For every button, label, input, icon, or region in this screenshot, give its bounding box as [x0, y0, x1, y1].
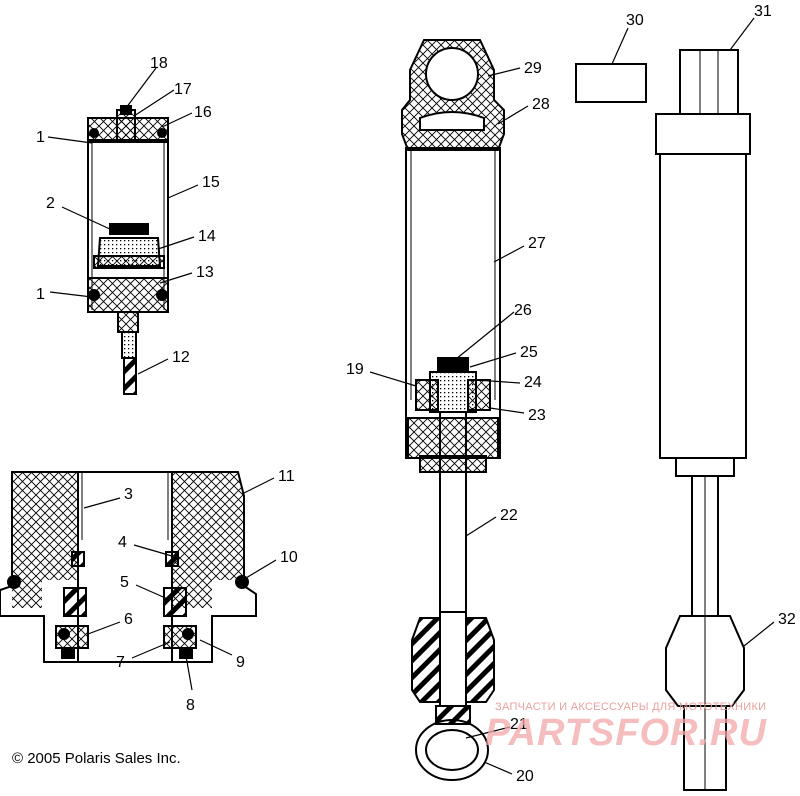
- shock-cutaway: [401, 39, 505, 781]
- callout-11: 11: [278, 468, 295, 485]
- callout-23: 23: [528, 407, 546, 424]
- callout-25: 25: [520, 344, 538, 361]
- reservoir-assembly: [87, 105, 169, 395]
- callout-5: 5: [120, 574, 129, 591]
- callout-16: 16: [194, 104, 212, 121]
- callout-30: 30: [626, 12, 644, 29]
- callout-27: 27: [528, 235, 546, 252]
- leader-lines: [47, 17, 775, 775]
- callout-14: 14: [198, 228, 216, 245]
- callout-24: 24: [524, 374, 542, 391]
- callout-20: 20: [516, 768, 534, 785]
- callout-10: 10: [280, 549, 298, 566]
- callout-18: 18: [150, 55, 168, 72]
- copyright-notice: © 2005 Polaris Sales Inc.: [12, 750, 181, 767]
- watermark-logo[interactable]: PARTSFOR.RU: [485, 712, 767, 754]
- callout-1a: 1: [36, 129, 45, 146]
- callout-21: 21: [510, 716, 528, 733]
- callout-12: 12: [172, 349, 190, 366]
- callout-labels: 1 2 12 13 14 15 16 17 18 1 3 4 5 6 7 8 9…: [36, 3, 796, 785]
- callout-26: 26: [514, 302, 532, 319]
- callout-28: 28: [532, 96, 550, 113]
- callout-32: 32: [778, 611, 796, 628]
- callout-22: 22: [500, 507, 518, 524]
- callout-19: 19: [346, 361, 364, 378]
- callout-2: 2: [46, 195, 55, 212]
- watermark-caption: ЗАПЧАСТИ И АКСЕССУАРЫ ДЛЯ МОТОТЕХНИКИ: [495, 701, 767, 713]
- callout-6: 6: [124, 611, 133, 628]
- callout-8: 8: [186, 697, 195, 714]
- callout-7: 7: [116, 654, 125, 671]
- callout-1b: 1: [36, 286, 45, 303]
- callout-15: 15: [202, 174, 220, 191]
- callout-3: 3: [124, 486, 133, 503]
- seal-head-detail: [0, 471, 257, 663]
- callout-13: 13: [196, 264, 214, 281]
- callout-31: 31: [754, 3, 772, 20]
- callout-9: 9: [236, 654, 245, 671]
- callout-29: 29: [524, 60, 542, 77]
- shock-exterior: [575, 49, 751, 791]
- callout-4: 4: [118, 534, 127, 551]
- callout-17: 17: [174, 81, 192, 98]
